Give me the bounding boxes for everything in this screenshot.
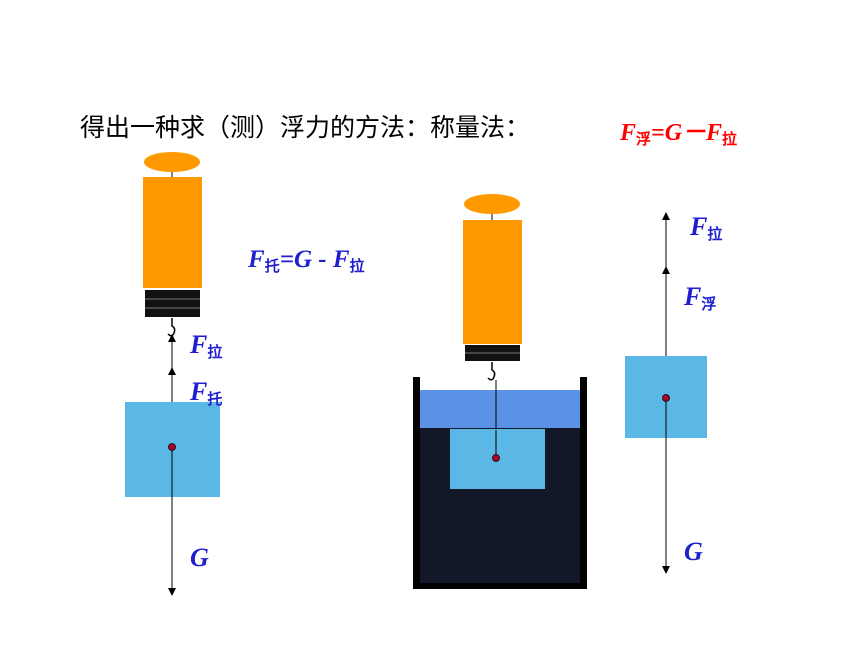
left-pull-force-label: F拉 [190, 330, 223, 361]
scale-hook [487, 362, 496, 381]
scale-base [145, 290, 200, 317]
tank-right-wall [580, 377, 587, 589]
scale-body [463, 220, 522, 344]
scale-top-knob [144, 152, 200, 172]
left-gravity-label: G [190, 543, 209, 572]
left-force-arrows [125, 334, 220, 596]
tank-bottom [413, 583, 587, 589]
support-force-formula: F托=G - F拉 [248, 246, 365, 275]
middle-spring-scale [463, 194, 522, 381]
right-free-body [625, 212, 707, 574]
scale-body [143, 177, 202, 288]
tank-left-wall [413, 377, 420, 589]
weighing-method-formula: F浮=G－F拉 [620, 120, 738, 148]
scale-hook [167, 318, 176, 337]
right-gravity-label: G [684, 537, 703, 566]
method-title: 得出一种求（测）浮力的方法：称量法： [80, 113, 531, 142]
right-center-dot [662, 394, 670, 402]
right-pull-force-label: F拉 [690, 212, 723, 243]
right-buoyant-force-label: F浮 [684, 282, 717, 313]
immersed-center-dot [492, 454, 500, 462]
scale-top-knob [464, 194, 520, 214]
left-support-force-label: F托 [190, 377, 223, 408]
left-spring-scale [143, 152, 202, 337]
left-center-dot [168, 443, 176, 451]
water-tank [413, 377, 587, 589]
water-surface [418, 390, 582, 428]
